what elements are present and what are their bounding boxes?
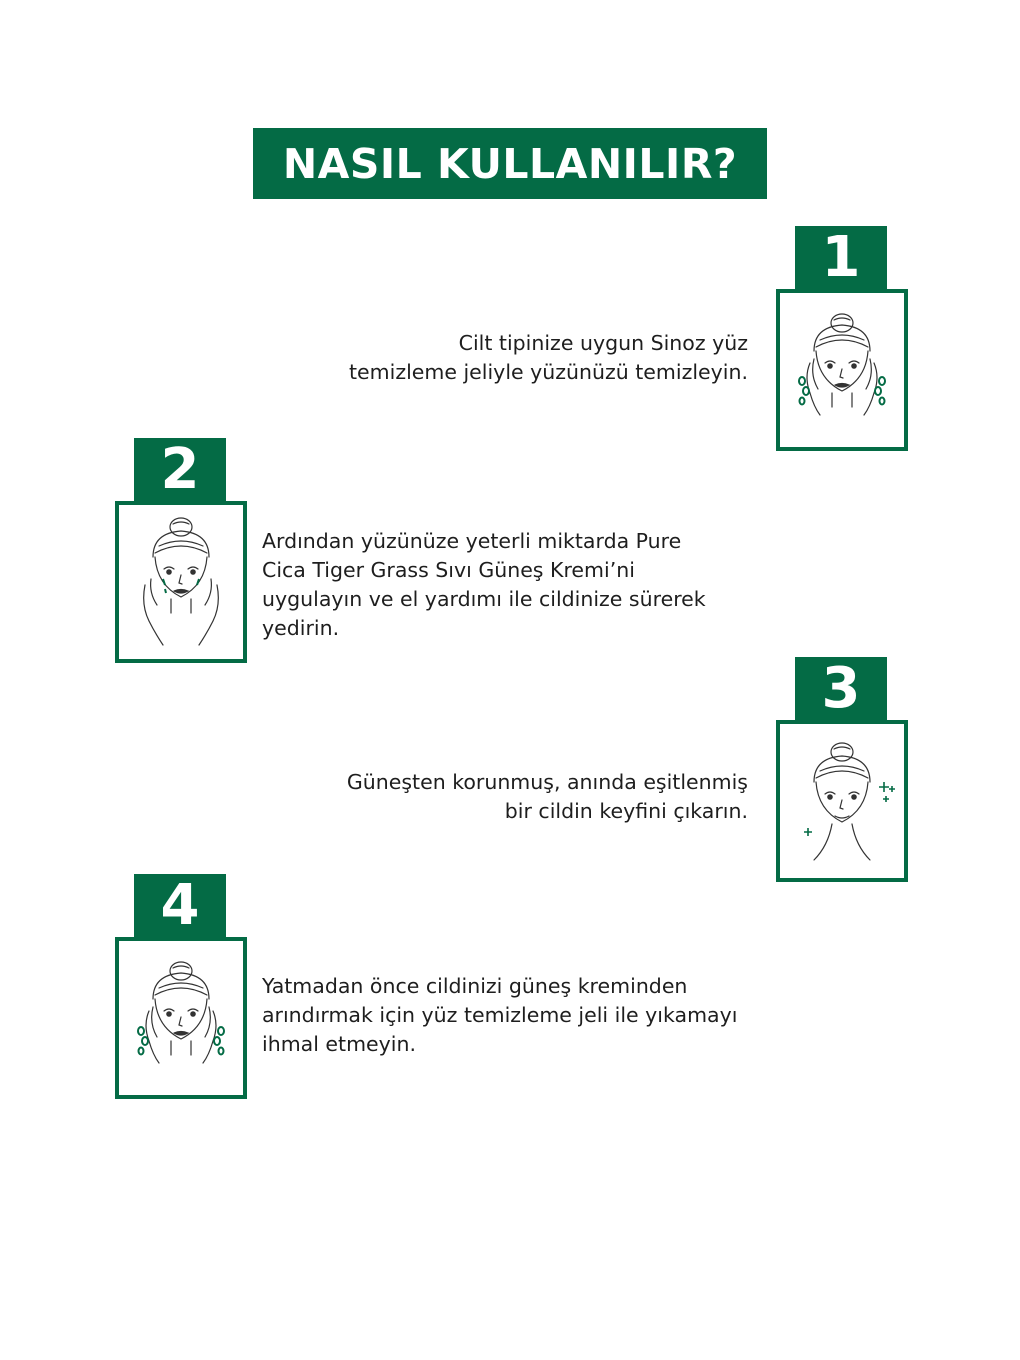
step-4-illustration-frame bbox=[115, 937, 247, 1099]
step-3-illustration-frame bbox=[776, 720, 908, 882]
face-washing-icon bbox=[137, 961, 225, 1064]
step-3-number: 3 bbox=[795, 657, 887, 721]
step-1-illustration-frame bbox=[776, 289, 908, 451]
step-3-text: Güneşten korunmuş, anında eşitlenmiş bir… bbox=[346, 770, 748, 823]
step-1-text: Cilt tipinize uygun Sinoz yüz temizleme … bbox=[349, 331, 748, 384]
face-glowing-icon bbox=[804, 742, 895, 861]
step-1-number: 1 bbox=[795, 226, 887, 290]
step-2-number: 2 bbox=[134, 438, 226, 502]
face-washing-icon bbox=[798, 313, 886, 416]
step-4-number: 4 bbox=[134, 874, 226, 938]
step-2-illustration-frame bbox=[115, 501, 247, 663]
step-4-text: Yatmadan önce cildinizi güneş kreminden … bbox=[262, 974, 738, 1056]
step-2-text: Ardından yüzünüze yeterli miktarda Pure … bbox=[262, 529, 706, 640]
page-title: NASIL KULLANILIR? bbox=[253, 128, 767, 199]
face-applying-cream-icon bbox=[143, 517, 219, 646]
